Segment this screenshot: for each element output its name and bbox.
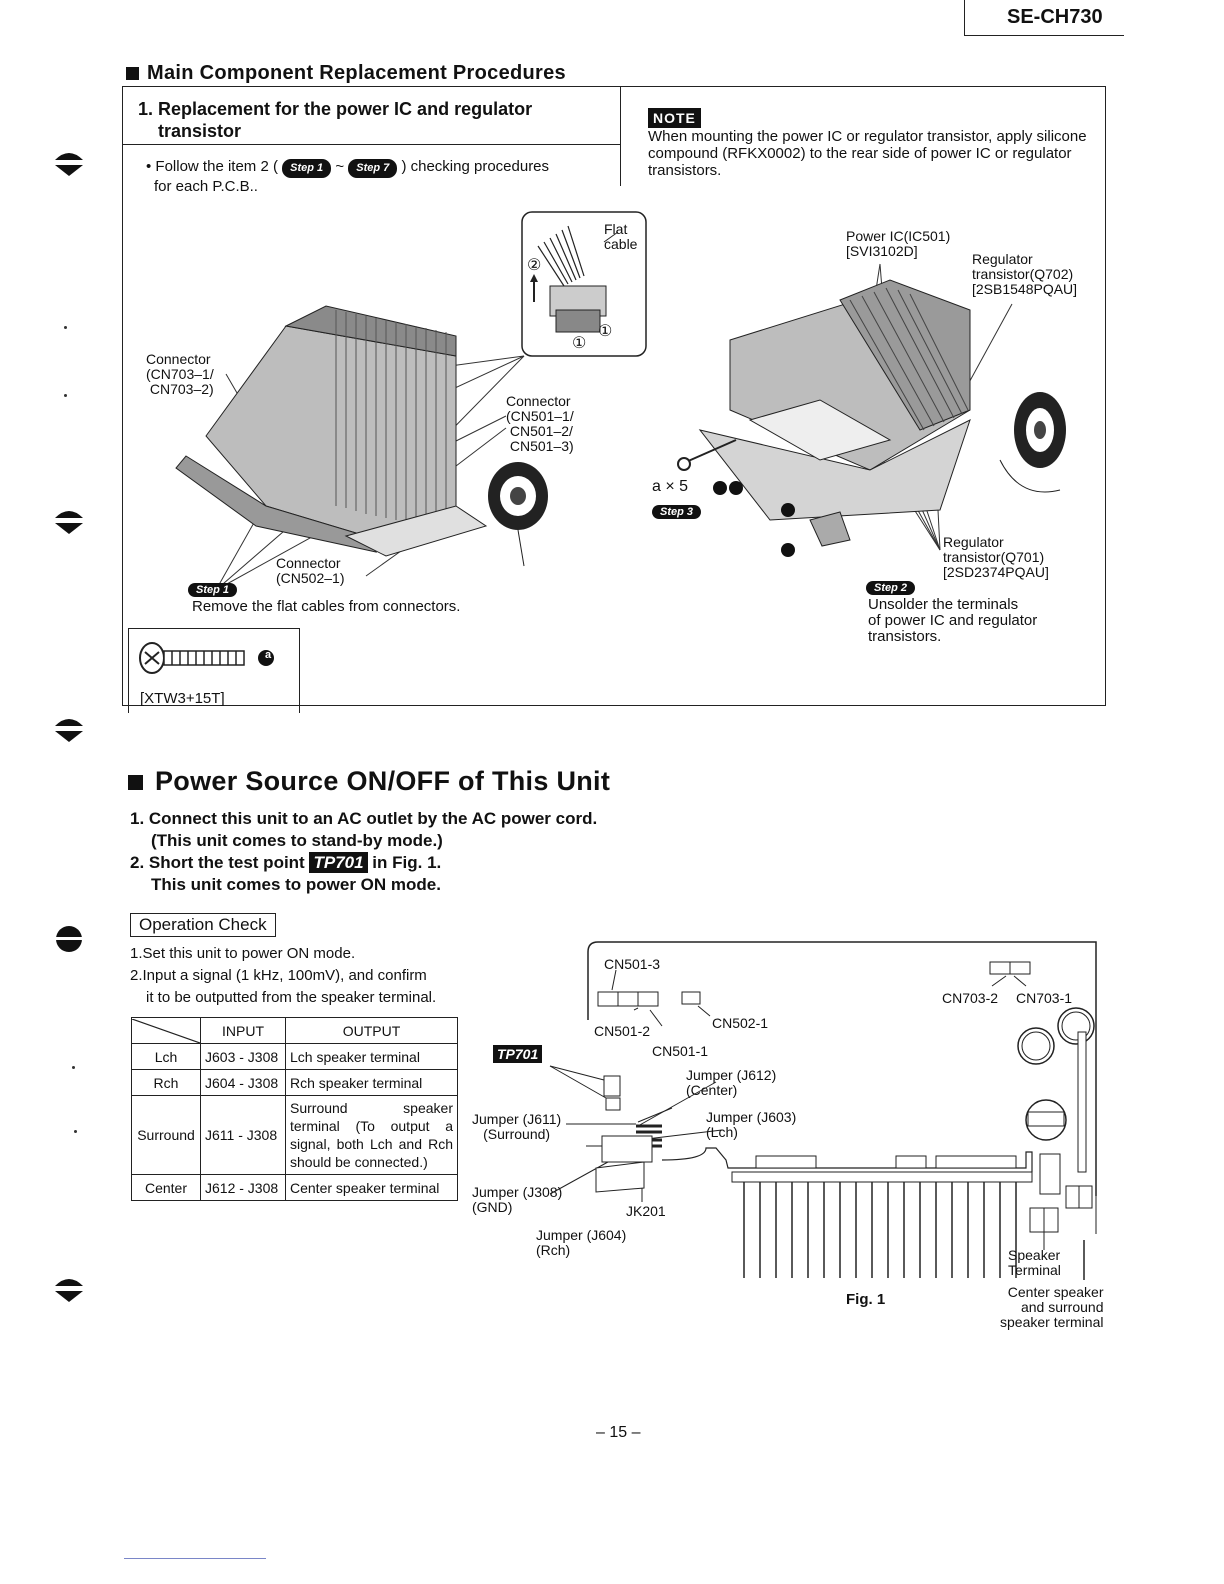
operation-check-title: Operation Check [130, 913, 276, 937]
connector-cn703-label: Connector (CN703–1/ CN703–2) [146, 351, 214, 397]
table-header-output: OUTPUT [285, 1017, 458, 1044]
regulator-q702-label: Regulator transistor(Q702) [2SB1548PQAU] [972, 251, 1078, 297]
step-2-badge: Step 2 [866, 578, 916, 596]
regulator-q701-label: Regulator transistor(Q701) [2SD2374PQAU] [943, 534, 1049, 580]
table-row: Rch J604 - J308 Rch speaker terminal [131, 1069, 458, 1096]
table-row: Lch J603 - J308 Lch speaker terminal [131, 1043, 458, 1070]
binding-mark-icon [55, 719, 83, 742]
table-row: Center J612 - J308 Center speaker termin… [131, 1174, 458, 1201]
table-row: Surround J611 - J308 Surround speaker te… [131, 1095, 458, 1175]
flat-cable-label: Flat cable [604, 221, 638, 252]
circle-1-label: ① [572, 335, 587, 352]
screw-mark: a [264, 649, 272, 661]
operation-check-steps: 1.Set this unit to power ON mode. 2.Inpu… [130, 945, 437, 1006]
margin-dot [72, 1066, 75, 1069]
page-number: – 15 – [596, 1424, 641, 1441]
fig1-cn501-3-label: CN501-3 [604, 956, 661, 972]
step-badge: Step 7 [348, 159, 398, 178]
fig1-jk201-label: JK201 [626, 1203, 666, 1219]
procedure-frame [122, 86, 1106, 706]
fig1-cn501-2-label: CN501-2 [594, 1023, 651, 1039]
step-badge: Step 1 [282, 159, 332, 178]
table-header-row: INPUT OUTPUT [131, 1017, 458, 1044]
fig1-j603-label: Jumper (J603) (Lch) [706, 1109, 797, 1140]
footer-rule [124, 1558, 266, 1559]
binding-mark-icon [54, 926, 84, 952]
fig1-board-diagram [549, 941, 1097, 1280]
binding-mark-icon [55, 153, 83, 176]
screw-icon [139, 642, 274, 674]
table-header-input: INPUT [200, 1017, 286, 1044]
item-title: 1. Replacement for the power IC and regu… [138, 99, 533, 141]
fig1-j308-label: Jumper (J308) (GND) [472, 1184, 563, 1215]
fig1-cn502-1-label: CN502-1 [712, 1015, 769, 1031]
fig1-cn703-1-label: CN703-1 [1016, 990, 1073, 1006]
circle-1-label: ① [598, 323, 613, 340]
fig1-center-surround-label: Center speaker and surround speaker term… [1000, 1284, 1104, 1330]
power-ic-illustration [677, 263, 1066, 557]
circle-2-label: ② [527, 257, 542, 274]
step-2-text: Unsolder the terminals of power IC and r… [868, 596, 1038, 645]
section-title-replacement: Main Component Replacement Procedures [126, 62, 566, 85]
bullet-square-icon [128, 775, 143, 790]
fig1-tp701-tag: TP701 [493, 1045, 543, 1064]
model-number: SE-CH730 [964, 0, 1124, 36]
screw-count-label: a × 5 [652, 478, 689, 495]
fig1-j611-label: Jumper (J611) (Surround) [472, 1111, 562, 1142]
follow-instruction: • Follow the item 2 ( Step 1 ~ Step 7 ) … [146, 158, 550, 195]
margin-dot [74, 1130, 77, 1133]
tp701-tag: TP701 [309, 852, 368, 873]
fig1-j612-label: Jumper (J612) (Center) [686, 1067, 777, 1098]
section-title-power-source: Power Source ON/OFF of This Unit [128, 766, 610, 797]
bullet-square-icon [126, 67, 139, 80]
step-1-text: Remove the flat cables from connectors. [192, 598, 461, 615]
connector-cn502-label: Connector (CN502–1) [276, 555, 345, 586]
connector-cn501-label: Connector (CN501–1/ CN501–2/ CN501–3) [506, 393, 574, 454]
power-steps: 1. Connect this unit to an AC outlet by … [130, 809, 598, 894]
divider [620, 86, 621, 186]
fig1-caption: Fig. 1 [846, 1291, 886, 1308]
margin-dot [64, 394, 67, 397]
step-1-badge: Step 1 [188, 580, 238, 598]
power-ic-label: Power IC(IC501) [SVI3102D] [846, 228, 951, 259]
margin-dot [64, 326, 67, 329]
binding-mark-icon [55, 511, 83, 534]
note-text: When mounting the power IC or regulator … [648, 128, 1087, 179]
screw-box [128, 628, 300, 713]
fig1-j604-label: Jumper (J604) (Rch) [536, 1227, 627, 1258]
table-corner-cell [131, 1017, 201, 1044]
binding-mark-icon [55, 1279, 83, 1302]
screw-code: [XTW3+15T] [140, 690, 225, 707]
pcb-flat-cable-illustration [175, 211, 647, 591]
step-3-badge: Step 3 [652, 502, 702, 520]
note-label: NOTE [648, 108, 701, 128]
fig1-cn501-1-label: CN501-1 [652, 1043, 709, 1059]
fig1-speaker-terminal-label: Speaker Terminal [1008, 1247, 1061, 1278]
fig1-cn703-2-label: CN703-2 [942, 990, 999, 1006]
operation-check-table: INPUT OUTPUT Lch J603 - J308 Lch speaker… [131, 1017, 458, 1201]
